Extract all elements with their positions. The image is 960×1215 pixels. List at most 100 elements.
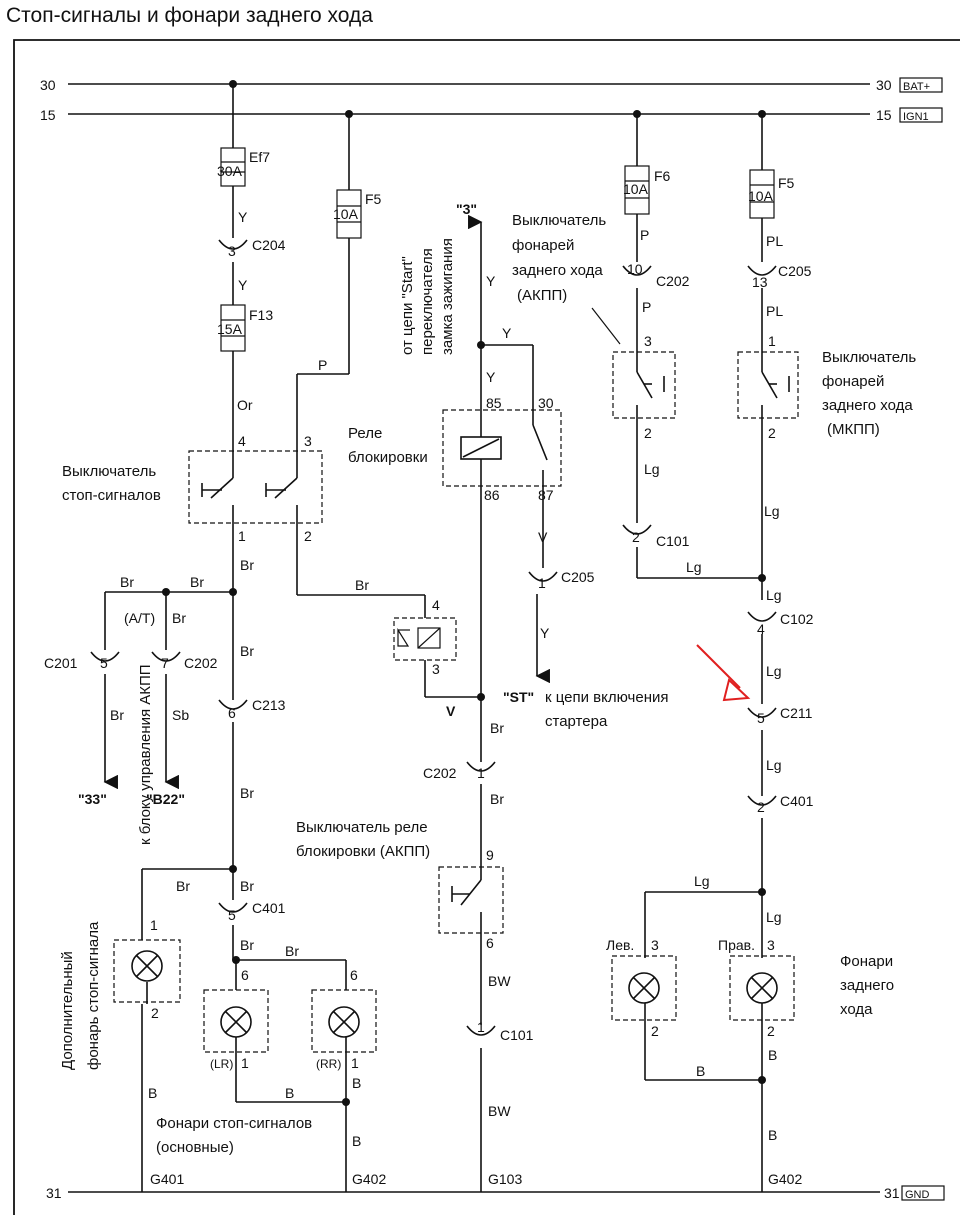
lock-switch — [438, 866, 504, 934]
svg-text:6: 6 — [350, 967, 358, 983]
svg-text:Y: Y — [540, 625, 550, 641]
svg-text:31: 31 — [46, 1185, 62, 1201]
svg-text:G402: G402 — [768, 1171, 802, 1187]
diode-module — [393, 617, 457, 661]
svg-text:6: 6 — [228, 705, 236, 721]
svg-text:3: 3 — [304, 433, 312, 449]
svg-text:заднего хода: заднего хода — [822, 397, 913, 414]
svg-text:2: 2 — [304, 528, 312, 544]
svg-text:(АКПП): (АКПП) — [517, 287, 567, 304]
svg-text:BAT+: BAT+ — [903, 81, 930, 93]
svg-text:13: 13 — [752, 274, 768, 290]
svg-text:C201: C201 — [44, 655, 78, 671]
svg-text:Lg: Lg — [766, 663, 782, 679]
svg-text:Y: Y — [486, 273, 496, 289]
svg-text:5: 5 — [100, 655, 108, 671]
svg-text:BW: BW — [488, 1103, 511, 1119]
stop-lamp-lr: 6 (LR) 1 B — [203, 960, 346, 1103]
highlight-arrow — [696, 644, 751, 702]
svg-text:B: B — [285, 1085, 294, 1101]
svg-text:Y: Y — [502, 325, 512, 341]
svg-text:стартера: стартера — [545, 713, 608, 730]
lock-relay — [442, 409, 562, 487]
svg-text:30: 30 — [876, 77, 892, 93]
svg-text:замка зажигания: замка зажигания — [439, 238, 456, 355]
connector-c202-rev — [622, 265, 652, 276]
stop-lamp-rr: 6 (RR) 1 B B G402 Фонари стоп-сигналов (… — [156, 960, 386, 1192]
svg-text:1: 1 — [241, 1055, 249, 1071]
svg-text:Lg: Lg — [686, 559, 702, 575]
svg-text:фонарь стоп-сигнала: фонарь стоп-сигнала — [85, 921, 102, 1070]
svg-text:2: 2 — [644, 425, 652, 441]
svg-text:Lg: Lg — [766, 909, 782, 925]
svg-text:Br: Br — [190, 574, 204, 590]
rail-30: 30 30 BAT+ — [40, 77, 943, 93]
svg-text:87: 87 — [538, 487, 554, 503]
svg-text:10A: 10A — [333, 206, 359, 222]
svg-text:Br: Br — [110, 707, 124, 723]
svg-text:Lg: Lg — [764, 503, 780, 519]
svg-text:Or: Or — [237, 397, 253, 413]
svg-text:15: 15 — [40, 107, 56, 123]
reverse-switch-akpp-label: Выключатель — [512, 212, 606, 229]
svg-text:Лев.: Лев. — [606, 937, 634, 953]
connector-c101-rev — [622, 524, 652, 535]
svg-text:2: 2 — [757, 799, 765, 815]
svg-text:фонарей: фонарей — [512, 237, 574, 254]
svg-text:хода: хода — [840, 1001, 873, 1018]
svg-text:1: 1 — [351, 1055, 359, 1071]
svg-text:1: 1 — [477, 765, 485, 781]
svg-text:P: P — [642, 299, 651, 315]
rail-31: 31 31 GND — [46, 1185, 945, 1201]
svg-text:(основные): (основные) — [156, 1139, 234, 1156]
stop-switch-label: Выключатель — [62, 463, 156, 480]
svg-text:3: 3 — [432, 661, 440, 677]
lock-switch-label: Выключатель реле — [296, 819, 428, 836]
svg-text:Lg: Lg — [766, 587, 782, 603]
svg-text:B: B — [352, 1133, 361, 1149]
svg-text:Sb: Sb — [172, 707, 189, 723]
svg-text:Br: Br — [490, 791, 504, 807]
svg-text:заднего хода: заднего хода — [512, 262, 603, 279]
svg-text:30: 30 — [40, 77, 56, 93]
svg-text:1: 1 — [538, 575, 546, 591]
svg-text:3: 3 — [767, 937, 775, 953]
svg-text:к блоку управления АКПП: к блоку управления АКПП — [137, 664, 154, 845]
svg-text:2: 2 — [651, 1023, 659, 1039]
svg-text:4: 4 — [238, 433, 246, 449]
svg-text:C401: C401 — [252, 900, 286, 916]
svg-text:85: 85 — [486, 395, 502, 411]
svg-text:C401: C401 — [780, 793, 814, 809]
connector-c101-lock — [466, 1025, 496, 1036]
svg-text:10: 10 — [627, 261, 643, 277]
svg-text:1: 1 — [477, 1019, 485, 1035]
svg-text:от цепи "Start": от цепи "Start" — [399, 256, 416, 355]
svg-text:Br: Br — [240, 643, 254, 659]
svg-text:"3": "3" — [456, 201, 477, 217]
svg-text:Br: Br — [355, 577, 369, 593]
svg-text:переключателя: переключателя — [419, 248, 436, 355]
svg-text:B: B — [696, 1063, 705, 1079]
svg-text:1: 1 — [238, 528, 246, 544]
svg-text:5: 5 — [228, 907, 236, 923]
svg-text:(RR): (RR) — [316, 1057, 341, 1071]
svg-text:B: B — [352, 1075, 361, 1091]
svg-text:V: V — [538, 529, 548, 545]
svg-text:Lg: Lg — [644, 461, 660, 477]
stop-circuit-lower: Br Br Br Br 5 C201 Br "33" (A/T) Br 7 C2… — [44, 540, 346, 964]
svg-text:C101: C101 — [656, 533, 690, 549]
svg-text:Br: Br — [285, 943, 299, 959]
svg-text:Lg: Lg — [766, 757, 782, 773]
svg-text:G401: G401 — [150, 1171, 184, 1187]
svg-text:7: 7 — [161, 655, 169, 671]
svg-text:Y: Y — [238, 277, 248, 293]
svg-text:30A: 30A — [217, 163, 243, 179]
svg-text:заднего: заднего — [840, 977, 894, 994]
reverse-switch-mkpp-label: Выключатель — [822, 349, 916, 366]
svg-text:3: 3 — [651, 937, 659, 953]
svg-text:3: 3 — [644, 333, 652, 349]
svg-text:Lg: Lg — [694, 873, 710, 889]
reverse-lamp-left: Лев. 3 2 B — [606, 892, 762, 1081]
diagram-frame — [13, 39, 960, 1215]
